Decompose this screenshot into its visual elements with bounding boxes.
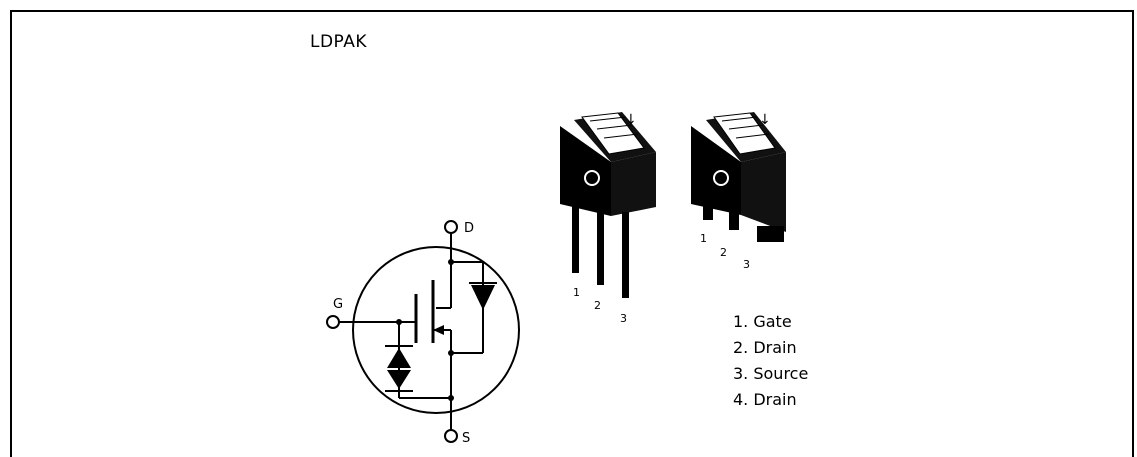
zener-diode-lower [387,370,411,389]
gate-label: G [333,297,343,312]
package-arrow: ↓ [625,112,637,128]
schematic-symbol [326,220,520,443]
zener-diode-upper [387,348,411,368]
diagram-frame [10,10,1134,457]
pin-legend-item: 3. Source [733,364,809,383]
smd-pin-1-label: 1 [700,232,707,245]
channel-arrow [433,325,444,335]
drain-terminal [444,220,458,234]
gate-terminal [326,315,340,329]
package-arrow-2: ↓ [759,112,771,128]
ldpak-package-front: ↓ [560,112,656,298]
pin-legend-item: 4. Drain [733,390,797,409]
ldpak-package-surface-mount: ↓ [691,112,786,242]
front-pin-3-label: 3 [620,312,627,325]
pin-legend-item: 2. Drain [733,338,797,357]
pin-legend: 1. Gate 2. Drain 3. Source 4. Drain [733,309,808,413]
drain-label: D [464,221,474,236]
front-pin-2-label: 2 [594,299,601,312]
body-diode [471,285,495,310]
front-pin-1-label: 1 [573,286,580,299]
smd-pin-2-label: 2 [720,246,727,259]
source-terminal [444,429,458,443]
smd-pin-3-label: 3 [743,258,750,271]
transistor-envelope [352,246,520,414]
package-title: LDPAK [310,32,368,52]
pin-legend-item: 1. Gate [733,312,792,331]
source-label: S [462,431,470,446]
